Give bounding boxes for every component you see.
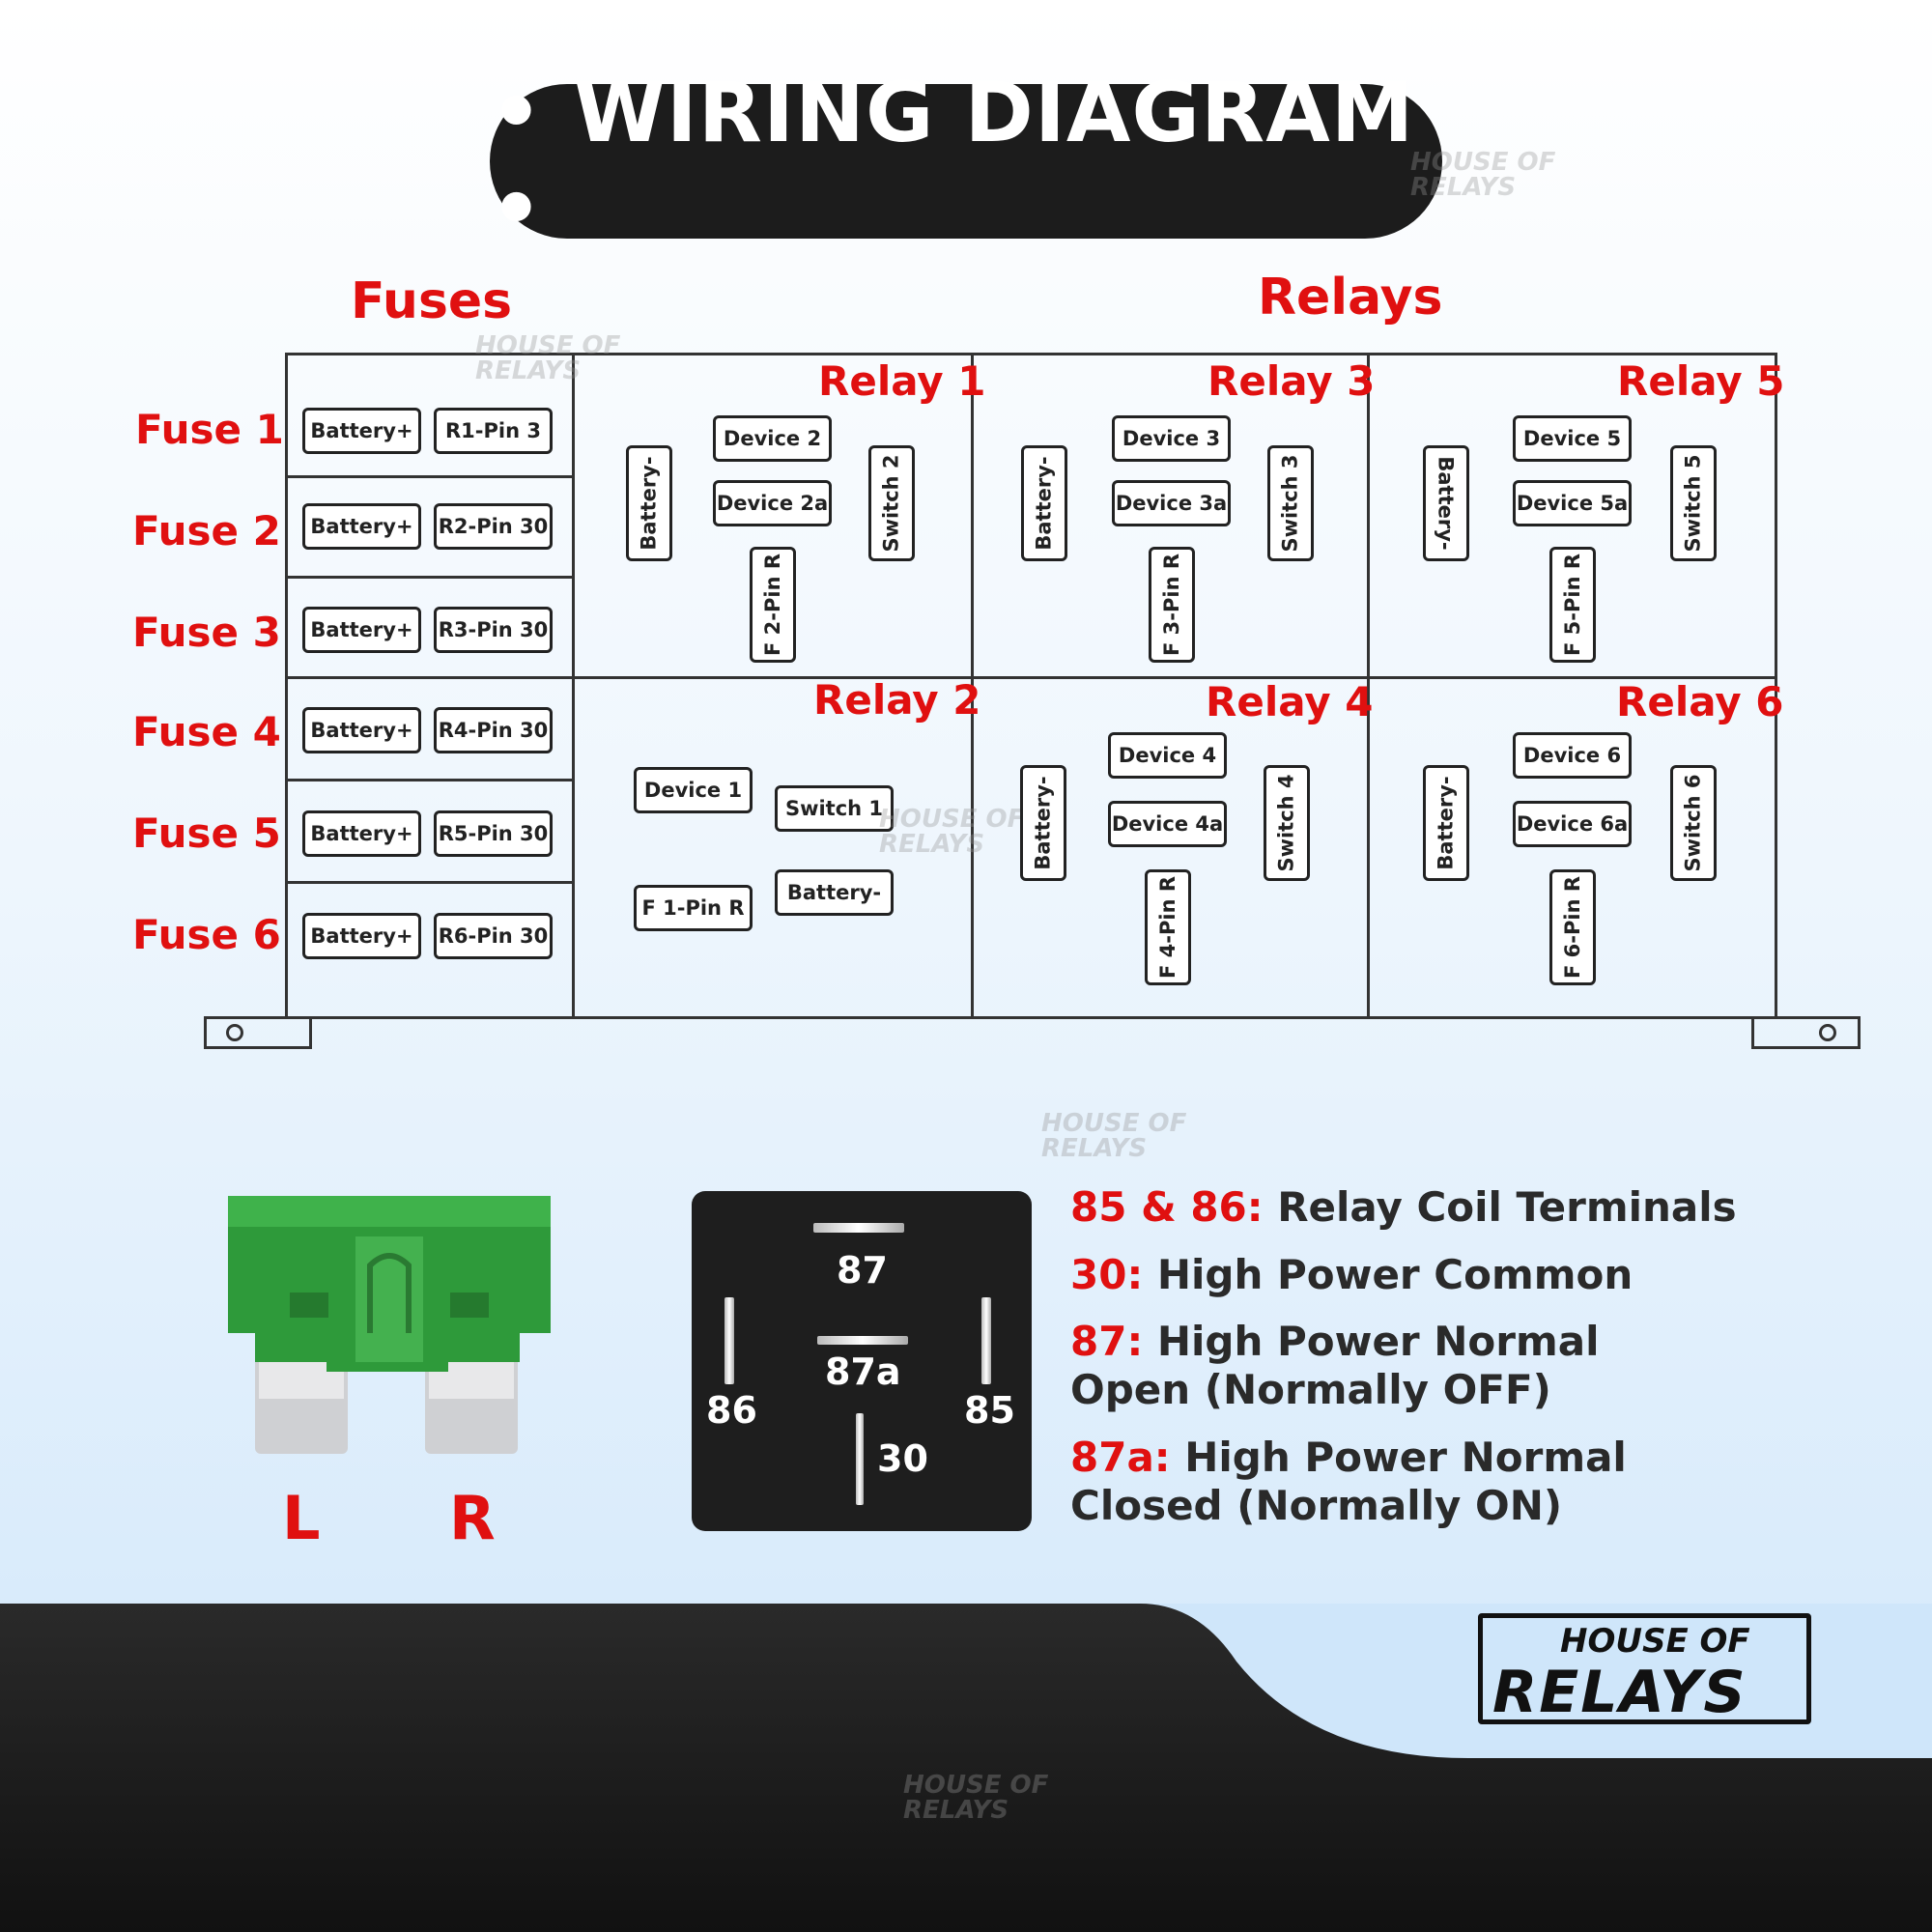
relay-5-device: Device 5: [1513, 415, 1632, 462]
mount-hole-left: [226, 1024, 243, 1041]
pin-87-label: 87: [837, 1249, 888, 1292]
relay-3-battery-minus: Battery-: [1021, 445, 1067, 561]
relay-5-fuse-pin: F 5-Pin R: [1549, 547, 1596, 663]
fuse-2-label: Fuse 2: [132, 507, 281, 554]
relay-4-label: Relay 4: [1206, 678, 1374, 725]
blade-fuse-illustration: [220, 1188, 558, 1468]
relay-1-battery-minus: Battery-: [626, 445, 672, 561]
relay-1-switch: Switch 2: [868, 445, 915, 561]
legend-normal-open: 87: High Power Normal Open (Normally OFF…: [1070, 1318, 1600, 1413]
fuse-2-output: R2-Pin 30: [434, 503, 553, 550]
relay-1-device: Device 2: [713, 415, 832, 462]
relay-4-device: Device 4: [1108, 732, 1227, 779]
relay-5-device-a: Device 5a: [1513, 480, 1632, 526]
fuse-6-output: R6-Pin 30: [434, 913, 553, 959]
relay-6-device-a: Device 6a: [1513, 801, 1632, 847]
relay-3-device: Device 3: [1112, 415, 1231, 462]
pin-87a-label: 87a: [825, 1350, 901, 1393]
relay-1-device-a: Device 2a: [713, 480, 832, 526]
fuse-4-output: R4-Pin 30: [434, 707, 553, 753]
fuse-4-label: Fuse 4: [132, 708, 281, 755]
relay-5-label: Relay 5: [1617, 357, 1785, 405]
relay-3-device-a: Device 3a: [1112, 480, 1231, 526]
relay-4-device-a: Device 4a: [1108, 801, 1227, 847]
relay-2-battery-minus: Battery-: [775, 869, 894, 916]
fuse-left-leg-label: L: [282, 1483, 321, 1553]
relay-2-device: Device 1: [634, 767, 753, 813]
relay-4-battery-minus: Battery-: [1020, 765, 1066, 881]
pin-87-terminal: [813, 1223, 904, 1233]
fuse-6-battery-plus: Battery+: [302, 913, 421, 959]
relay-2-fuse-pin: F 1-Pin R: [634, 885, 753, 931]
pin-86-label: 86: [706, 1389, 757, 1432]
fuse-2-battery-plus: Battery+: [302, 503, 421, 550]
pin-85-terminal: [981, 1297, 991, 1384]
relay-5-battery-minus: Battery-: [1423, 445, 1469, 561]
relay-6-label: Relay 6: [1616, 678, 1784, 725]
relay-pinout-card: 87 87a 86 85 30: [692, 1191, 1032, 1531]
house-of-relays-logo: HOUSE OF RELAYS: [1478, 1613, 1811, 1726]
fuses-heading: Fuses: [351, 272, 513, 330]
relay-6-device: Device 6: [1513, 732, 1632, 779]
fuse-6-label: Fuse 6: [132, 911, 281, 958]
relay-6-battery-minus: Battery-: [1423, 765, 1469, 881]
relay-3-switch: Switch 3: [1267, 445, 1314, 561]
pin-87a-terminal: [817, 1336, 908, 1345]
fuse-1-label: Fuse 1: [135, 406, 284, 453]
relay-4-switch: Switch 4: [1264, 765, 1310, 881]
page-title: • WIRING DIAGRAM •: [490, 65, 1415, 258]
relay-6-switch: Switch 6: [1670, 765, 1717, 881]
relay-3-label: Relay 3: [1208, 357, 1376, 405]
pin-86-terminal: [724, 1297, 734, 1384]
pin-85-label: 85: [964, 1389, 1015, 1432]
fuse-3-battery-plus: Battery+: [302, 607, 421, 653]
relay-3-fuse-pin: F 3-Pin R: [1149, 547, 1195, 663]
relay-1-fuse-pin: F 2-Pin R: [750, 547, 796, 663]
relay-2-label: Relay 2: [813, 676, 981, 724]
relay-4-fuse-pin: F 4-Pin R: [1145, 869, 1191, 985]
fuse-1-battery-plus: Battery+: [302, 408, 421, 454]
legend-common: 30: High Power Common: [1070, 1251, 1634, 1298]
legend-normal-closed: 87a: High Power Normal Closed (Normally …: [1070, 1434, 1627, 1529]
fuse-right-leg-label: R: [449, 1483, 496, 1553]
relay-2-switch: Switch 1: [775, 785, 894, 832]
fuse-3-label: Fuse 3: [132, 609, 281, 656]
relay-6-fuse-pin: F 6-Pin R: [1549, 869, 1596, 985]
fuse-5-label: Fuse 5: [132, 810, 281, 857]
fuse-5-battery-plus: Battery+: [302, 810, 421, 857]
fuse-1-output: R1-Pin 3: [434, 408, 553, 454]
title-banner: • WIRING DIAGRAM •: [490, 65, 1442, 258]
relay-5-switch: Switch 5: [1670, 445, 1717, 561]
fuse-3-output: R3-Pin 30: [434, 607, 553, 653]
pin-30-label: 30: [877, 1437, 928, 1480]
mount-hole-right: [1819, 1024, 1836, 1041]
legend-coil: 85 & 86: Relay Coil Terminals: [1070, 1183, 1737, 1231]
fuse-5-output: R5-Pin 30: [434, 810, 553, 857]
relay-1-label: Relay 1: [818, 357, 986, 405]
pin-30-terminal: [856, 1413, 864, 1505]
fuse-4-battery-plus: Battery+: [302, 707, 421, 753]
relays-heading: Relays: [1258, 269, 1443, 327]
